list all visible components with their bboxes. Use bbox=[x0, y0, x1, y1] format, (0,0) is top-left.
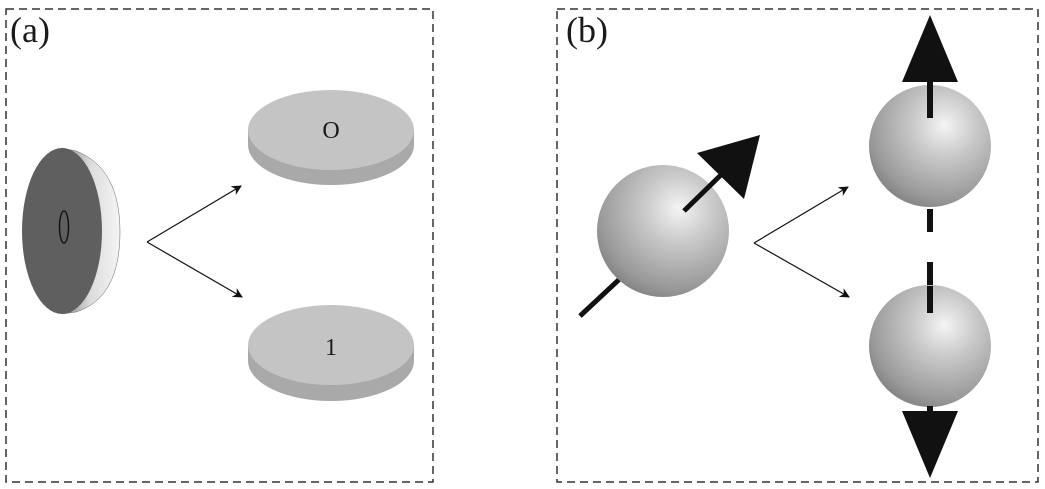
spin-down-arrowhead bbox=[902, 411, 958, 478]
coin-bottom-face bbox=[248, 305, 414, 385]
coin-arrow-up bbox=[146, 185, 242, 243]
coin-top: O bbox=[248, 90, 414, 185]
panel-b-frame bbox=[556, 8, 1039, 483]
coin-arrow-down bbox=[146, 241, 243, 298]
coin-top-face bbox=[248, 90, 414, 170]
panel-b: (b) bbox=[556, 8, 1039, 483]
upright-coin: 0 bbox=[22, 147, 121, 315]
spin-arrow-up bbox=[753, 186, 849, 244]
tilted-spin-arrowhead bbox=[697, 135, 760, 199]
coin-bottom: 1 bbox=[248, 305, 414, 401]
panel-b-label: (b) bbox=[566, 10, 608, 50]
spin-arrow-down bbox=[753, 242, 850, 298]
coin-branch-arrows bbox=[146, 185, 243, 298]
spin-down-sphere bbox=[869, 285, 991, 407]
panel-a: (a) 0 O 1 bbox=[5, 8, 434, 483]
panel-a-frame bbox=[5, 8, 434, 483]
coin-top-label: O bbox=[322, 118, 339, 144]
panel-a-label: (a) bbox=[10, 10, 50, 50]
coin-bottom-label: 1 bbox=[325, 335, 337, 361]
spin-branch-arrows bbox=[753, 186, 850, 298]
spin-up bbox=[869, 15, 991, 232]
spin-down bbox=[869, 262, 991, 478]
upright-coin-face bbox=[22, 148, 102, 314]
upright-coin-zero-mark bbox=[58, 210, 70, 244]
spin-up-sphere bbox=[869, 85, 991, 207]
spin-up-arrowhead bbox=[902, 15, 958, 82]
